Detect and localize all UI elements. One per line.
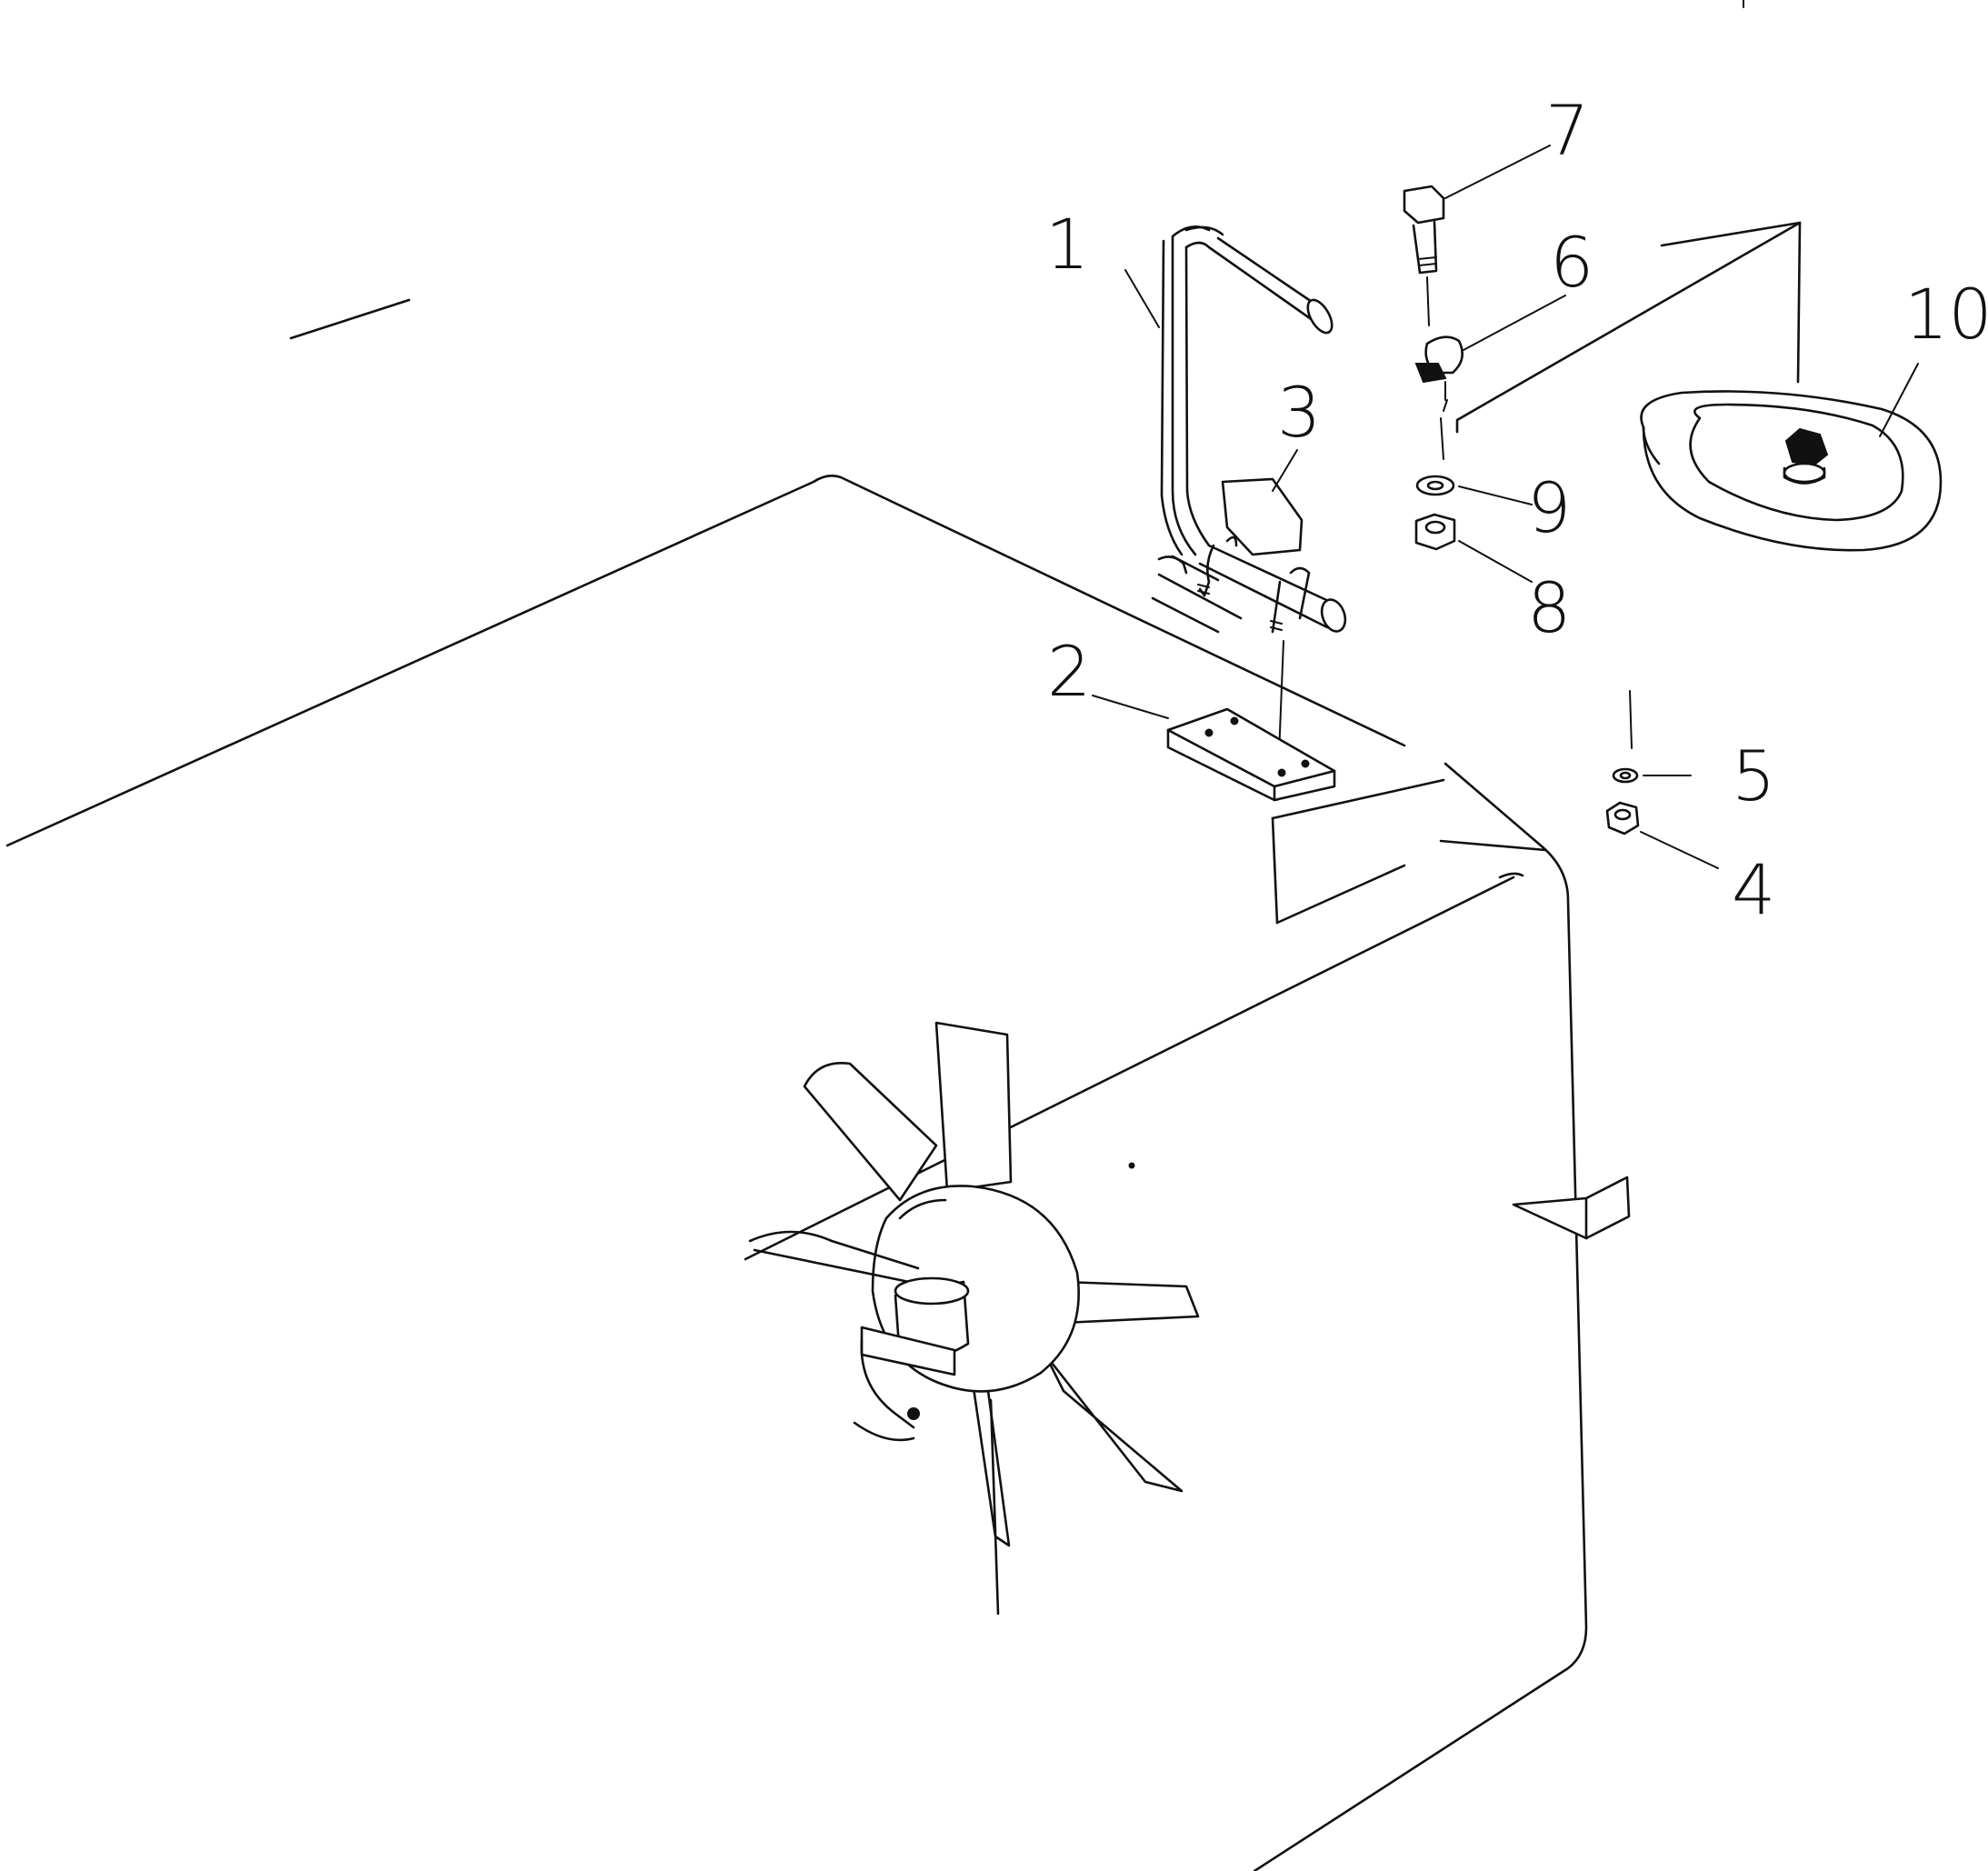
callout-7: 7	[1545, 90, 1589, 171]
leader-6	[1463, 295, 1566, 351]
nut	[1605, 801, 1640, 835]
plate	[1166, 707, 1336, 802]
callout-4: 4	[1732, 849, 1775, 930]
leader-1	[1124, 269, 1160, 328]
nut	[1414, 513, 1456, 551]
handrail	[289, 225, 1347, 634]
mirror	[1455, 221, 1943, 552]
callout-1: 1	[1045, 204, 1089, 285]
leader-2	[1092, 695, 1169, 719]
u-bolt-clamp	[1197, 477, 1311, 801]
leader-4	[1640, 831, 1719, 869]
leader-9	[1458, 485, 1533, 505]
leader-10	[1879, 363, 1919, 437]
callout-6: 6	[1550, 222, 1593, 303]
leader-3	[1272, 449, 1298, 492]
callout-numbers: 1 2 3 4 5 6 7 8 9 10	[1045, 90, 1988, 930]
leader-lines	[1092, 145, 1919, 869]
callout-8: 8	[1527, 567, 1571, 648]
bolt	[1403, 185, 1445, 326]
callout-2: 2	[1047, 631, 1091, 712]
callout-9: 9	[1527, 467, 1571, 548]
callout-10: 10	[1904, 274, 1988, 355]
washer	[1415, 475, 1455, 496]
callout-3: 3	[1277, 372, 1321, 453]
callout-5: 5	[1732, 735, 1775, 816]
radiator	[5, 475, 1631, 1871]
leader-7	[1444, 145, 1551, 199]
clamp	[1414, 335, 1464, 460]
washer	[1612, 690, 1639, 784]
cooling-fan	[748, 1021, 1200, 1616]
leader-8	[1458, 540, 1533, 583]
